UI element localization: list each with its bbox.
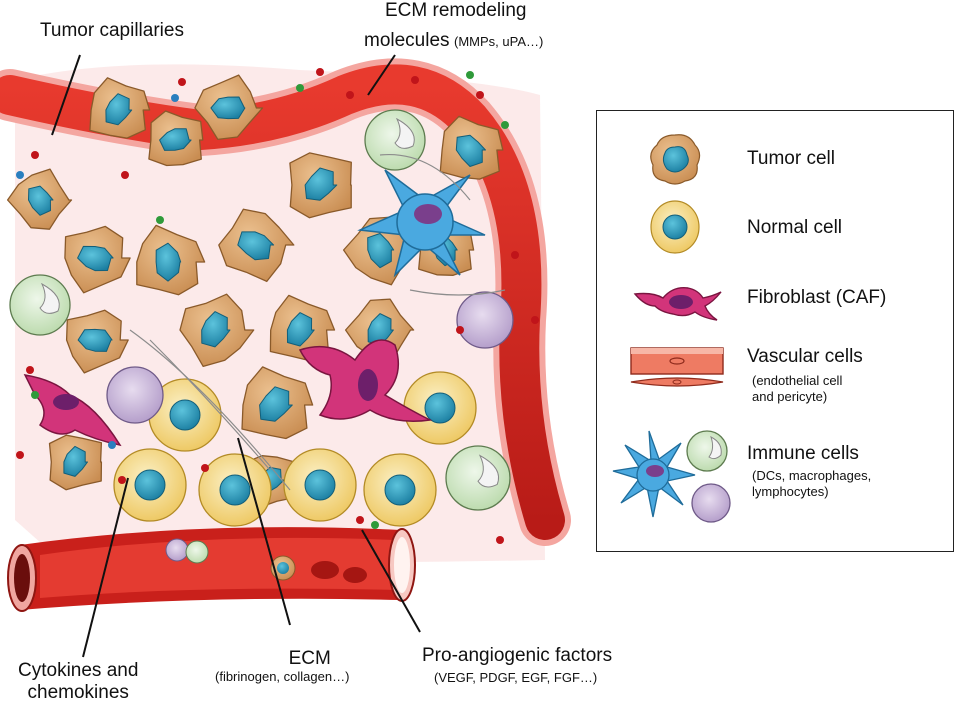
factor-dot — [121, 171, 129, 179]
tumor-cell — [136, 224, 206, 296]
scene-dendritic-cell — [357, 169, 486, 278]
factor-dot — [466, 71, 474, 79]
factor-dot — [296, 84, 304, 92]
tumor-cell — [241, 366, 314, 440]
factor-dot — [371, 521, 379, 529]
normal-cells — [113, 371, 477, 527]
factor-dot — [476, 91, 484, 99]
normal-cell — [283, 448, 357, 522]
normal-cell-icon — [650, 200, 700, 254]
legend-sub-vascular-line2: and pericyte) — [752, 389, 828, 405]
label-ecm-remodeling: ECM remodeling — [385, 0, 527, 22]
label-ecm-examples: (fibrinogen, collagen…) — [215, 668, 350, 684]
tumor-cell — [344, 298, 415, 364]
factor-dot — [356, 516, 364, 524]
label-tumor-capillaries: Tumor capillaries — [40, 20, 184, 41]
factor-dot — [346, 91, 354, 99]
factor-dot — [496, 536, 504, 544]
factor-dot — [511, 251, 519, 259]
tumor-cell — [194, 74, 264, 141]
label-pro-angiogenic: Pro-angiogenic factors (VEGF, PDGF, EGF,… — [422, 645, 612, 686]
ecm-fibers — [129, 153, 506, 491]
factor-dot — [31, 391, 39, 399]
legend-sub-vascular-line1: (endothelial cell — [752, 373, 843, 388]
label-pro-angiogenic-examples: (VEGF, PDGF, EGF, FGF…) — [434, 669, 598, 685]
factor-dot — [108, 441, 116, 449]
factor-dot — [118, 476, 126, 484]
tumor-cell — [64, 225, 131, 294]
legend-label-immune-cells: Immune cells — [747, 443, 859, 464]
legend: Tumor cell Normal cell Fibroblast (CAF) … — [596, 110, 954, 552]
factor-dot — [31, 151, 39, 159]
factor-dot — [501, 121, 509, 129]
label-ecm-remodeling-line2: molecules — [364, 30, 450, 51]
legend-sub-vascular-cells: (endothelial cell and pericyte) — [752, 373, 842, 406]
lymphocyte — [456, 291, 514, 349]
tumor-cell-icon — [650, 134, 701, 185]
legend-label-normal-cell: Normal cell — [747, 217, 843, 238]
factor-dot — [156, 216, 164, 224]
macrophage — [9, 274, 71, 336]
normal-cell — [148, 378, 222, 452]
legend-sub-immune-cells: (DCs, macrophages, lymphocytes) — [752, 468, 871, 501]
label-ecm: ECM (fibrinogen, collagen…) — [215, 648, 349, 685]
scene-fibroblasts — [23, 339, 433, 447]
macrophage — [445, 445, 511, 511]
legend-sub-immune-line1: (DCs, macrophages, — [752, 468, 872, 483]
bottom-blood-vessel — [7, 527, 416, 612]
label-pro-angiogenic-title: Pro-angiogenic factors — [422, 645, 613, 666]
tumor-cell — [65, 309, 129, 374]
factor-dot — [456, 326, 464, 334]
tumor-cell — [439, 115, 504, 180]
label-cytokines-line1: Cytokines and — [18, 660, 139, 681]
fibroblast-icon — [633, 287, 722, 321]
tumor-cell — [89, 77, 151, 139]
legend-label-vascular-cells: Vascular cells — [747, 346, 863, 367]
factor-dot — [411, 76, 419, 84]
tumor-cell — [218, 208, 295, 283]
soluble-factors — [16, 68, 539, 544]
tumor-cell — [48, 434, 103, 491]
normal-cell — [198, 453, 272, 527]
vascular-cells-icon — [630, 347, 724, 387]
macrophage — [364, 109, 426, 171]
label-ecm-title: ECM — [288, 648, 331, 669]
lymphocyte — [106, 366, 164, 424]
factor-dot — [531, 316, 539, 324]
factor-dot — [201, 464, 209, 472]
label-ecm-remodeling-line2-row: molecules (MMPs, uPA…) — [364, 30, 543, 52]
tumor-cell — [289, 152, 352, 219]
normal-cell — [403, 371, 477, 445]
tumor-cell — [179, 293, 255, 368]
legend-label-tumor-cell: Tumor cell — [747, 148, 835, 169]
legend-label-fibroblast: Fibroblast (CAF) — [747, 287, 887, 308]
immune-cells-icon — [612, 430, 731, 523]
leader-lines — [51, 54, 421, 658]
factor-dot — [178, 78, 186, 86]
legend-sub-immune-line2: lymphocytes) — [752, 484, 829, 500]
tumor-cell — [6, 168, 73, 230]
factor-dot — [26, 366, 34, 374]
label-ecm-remodeling-examples: (MMPs, uPA…) — [454, 34, 544, 49]
label-cytokines-line2: chemokines — [27, 681, 129, 703]
scene-immune-cells — [9, 109, 514, 511]
label-ecm-remodeling-line1: ECM remodeling — [385, 0, 527, 21]
tumor-cell — [148, 110, 204, 167]
label-cytokines: Cytokines and chemokines — [18, 660, 138, 704]
normal-cell — [363, 453, 437, 527]
factor-dot — [16, 171, 24, 179]
factor-dot — [171, 94, 179, 102]
factor-dot — [16, 451, 24, 459]
factor-dot — [316, 68, 324, 76]
normal-cell — [113, 448, 187, 522]
